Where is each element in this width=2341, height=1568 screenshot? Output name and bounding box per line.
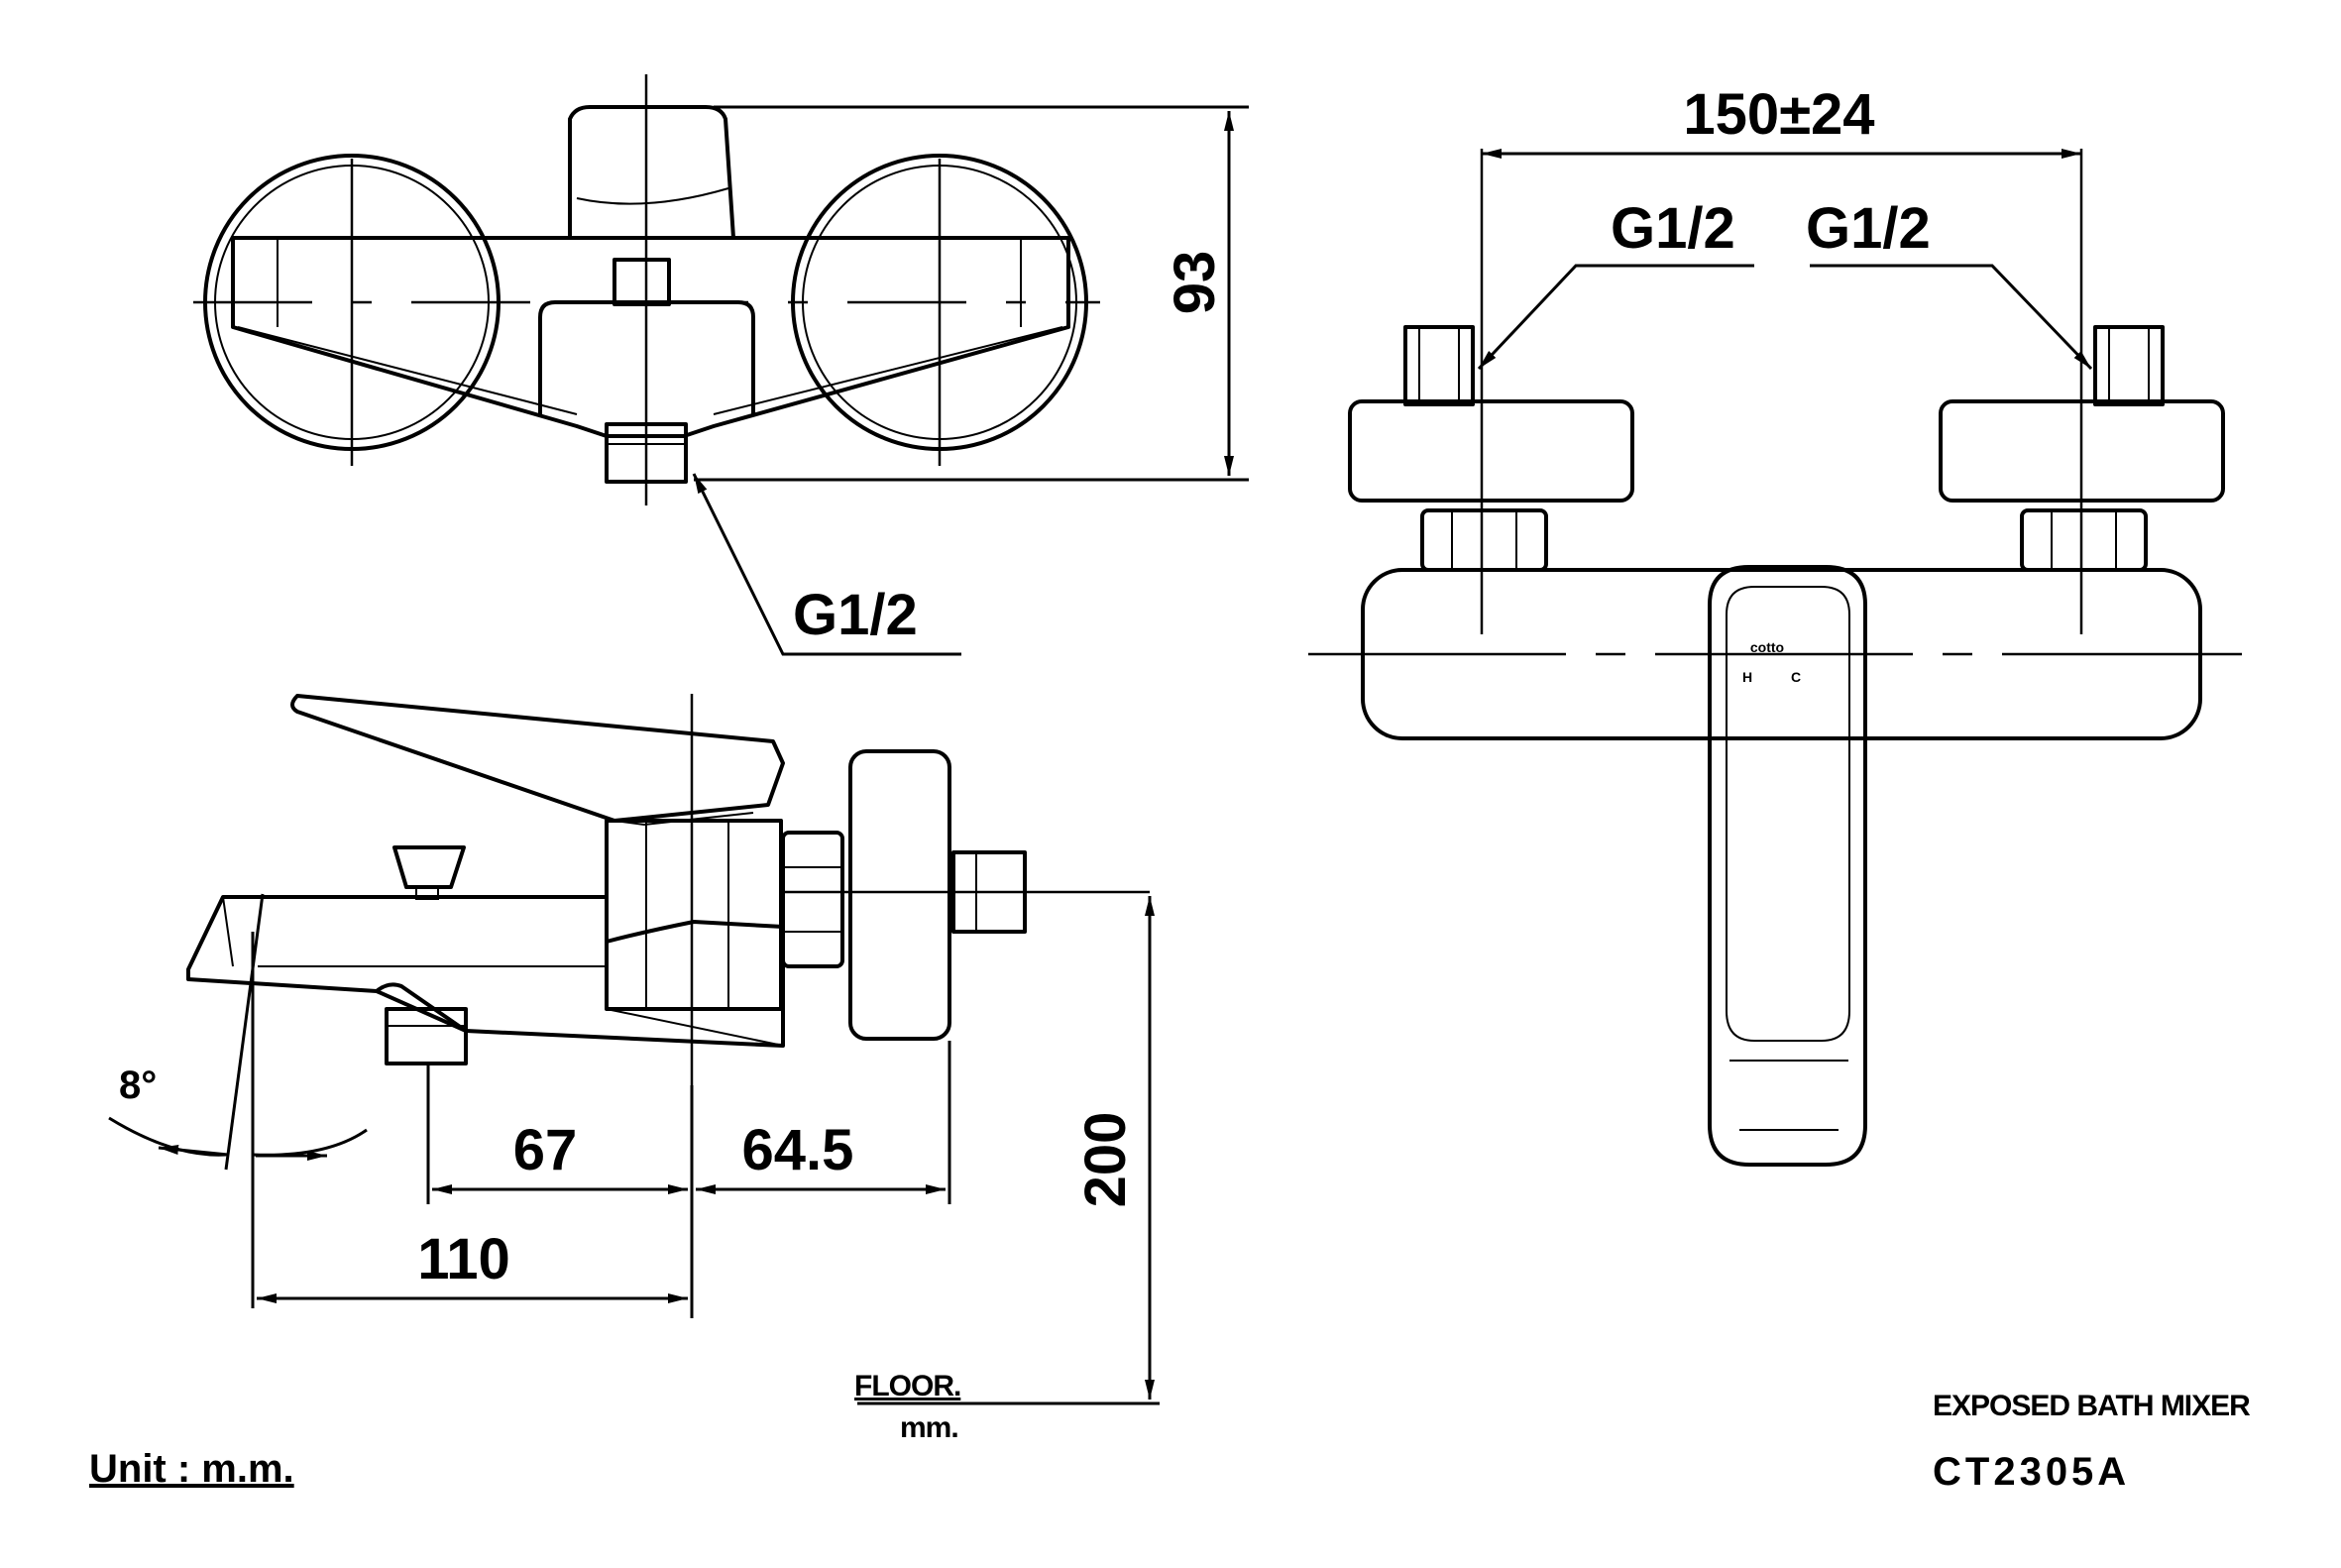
side-view-outlet-nut	[385, 1007, 468, 1065]
side-view-height-label: 200	[1073, 1112, 1138, 1208]
side-view-dim-110-label: 110	[417, 1227, 510, 1291]
side-view-dim-67-label: 67	[513, 1118, 578, 1182]
front-view-cold-letter: C	[1791, 669, 1801, 685]
top-view: 93 G1/2	[193, 74, 1249, 656]
front-view-left-flange	[1348, 399, 1634, 503]
side-view: 8° 67 64.5 110 200 FLOOR. mm.	[108, 694, 1160, 1444]
floor-label: FLOOR.	[854, 1370, 960, 1402]
front-view: cotto H C 150±24 G1/2 G1/2	[1308, 82, 2242, 1167]
front-view-lever-logo: cotto	[1750, 639, 1784, 655]
front-view-right-inlet-label: G1/2	[1806, 196, 1931, 261]
front-view-hot-letter: H	[1742, 669, 1752, 685]
front-view-lever	[1708, 565, 1867, 1167]
top-view-lever	[568, 105, 735, 240]
model-code: CT2305A	[1933, 1450, 2130, 1494]
side-view-lever	[290, 694, 785, 823]
side-view-dim-64-5-label: 64.5	[742, 1118, 854, 1182]
floor-unit-label: mm.	[900, 1411, 958, 1444]
top-view-outlet-thread-label: G1/2	[793, 583, 918, 647]
top-view-height-label: 93	[1163, 251, 1227, 315]
side-view-spout	[186, 895, 785, 1048]
side-view-angle-label: 8°	[119, 1064, 157, 1107]
side-view-body	[605, 819, 783, 1011]
front-view-width-label: 150±24	[1683, 82, 1874, 147]
front-view-left-inlet-label: G1/2	[1611, 196, 1735, 261]
top-view-body	[231, 236, 1070, 438]
unit-label: Unit : m.m.	[89, 1447, 294, 1491]
product-name: EXPOSED BATH MIXER	[1933, 1390, 2251, 1422]
side-view-flange	[848, 749, 951, 1041]
